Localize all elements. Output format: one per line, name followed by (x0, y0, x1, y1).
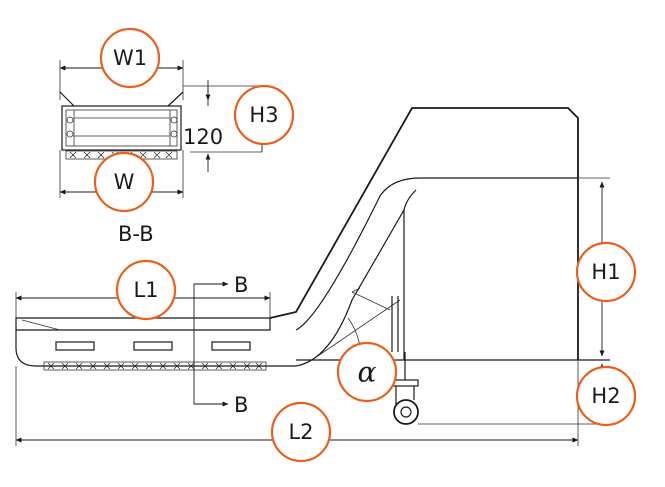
section-marker-top (193, 281, 229, 370)
slot-window-2 (133, 341, 173, 351)
badge-h3: H3 (233, 84, 295, 146)
label-l2: L2 (288, 420, 313, 444)
badge-h1: H1 (575, 241, 637, 303)
caster-plate (391, 379, 419, 387)
section-marker-bottom (193, 370, 229, 407)
label-h3: H3 (249, 103, 278, 127)
label-h2: H2 (591, 384, 620, 408)
badge-alpha: α (336, 341, 398, 403)
section-body (61, 105, 182, 151)
label-h1: H1 (591, 260, 620, 284)
slot-window-3 (211, 341, 251, 351)
label-w1: W1 (113, 46, 147, 70)
badge-h2: H2 (575, 365, 637, 427)
label-alpha: α (358, 356, 377, 389)
section-mark-b-top: B (234, 273, 248, 297)
badge-l2: L2 (270, 401, 332, 463)
side-view (15, 107, 610, 425)
slot-window-1 (55, 341, 95, 351)
section-title: B-B (118, 222, 154, 246)
section-mark-b-bottom: B (234, 393, 248, 417)
badge-l1: L1 (115, 259, 177, 321)
label-l1: L1 (133, 278, 158, 302)
badge-w1: W1 (99, 27, 161, 89)
dim-120-text: 120 (183, 125, 223, 149)
caster-wheel (393, 399, 419, 425)
badge-w: W (93, 151, 155, 213)
label-w: W (114, 170, 135, 194)
section-view-bb (59, 60, 263, 198)
